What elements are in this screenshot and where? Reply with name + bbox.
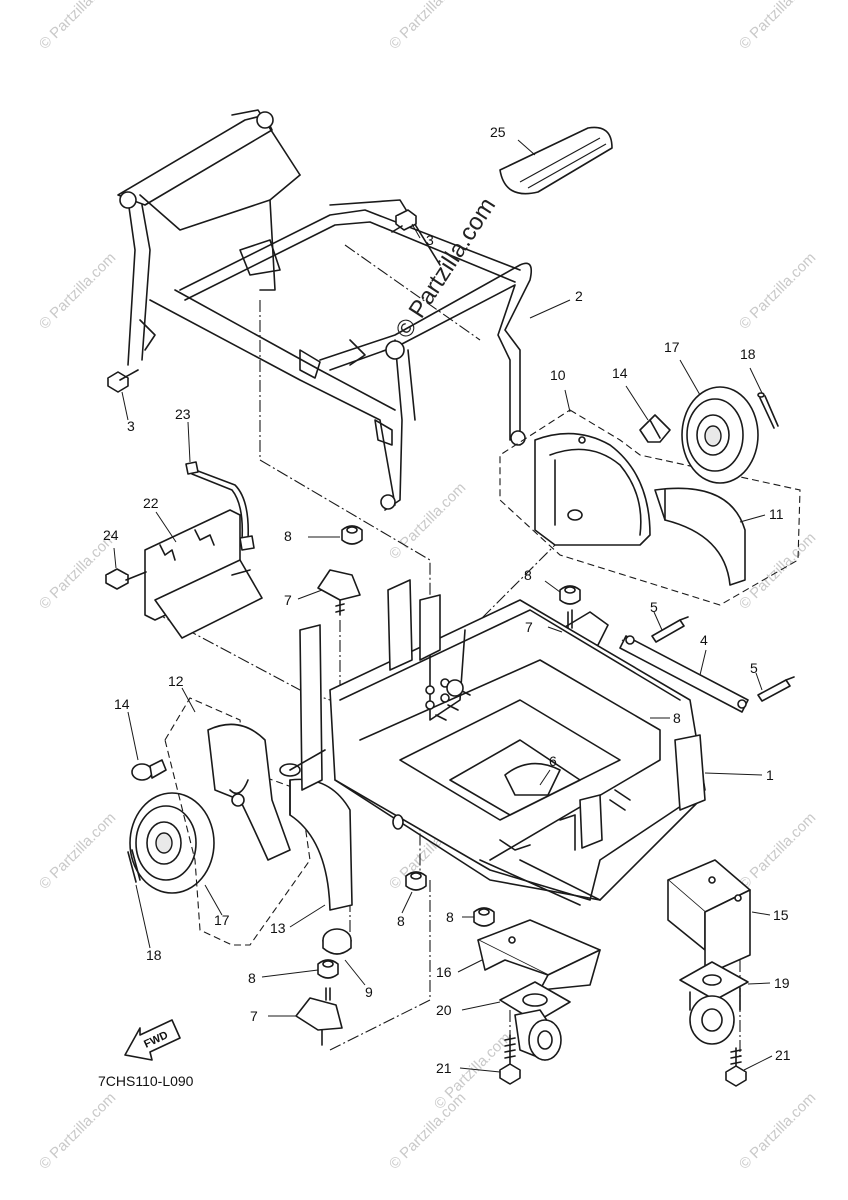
part-21-bolt bbox=[725, 1047, 747, 1087]
callout-23: 23 bbox=[175, 406, 191, 422]
callout-17: 17 bbox=[664, 339, 680, 355]
part-12-fender bbox=[164, 697, 311, 946]
callout-12: 12 bbox=[168, 673, 184, 689]
part-25-cover bbox=[499, 126, 613, 195]
callout-1: 1 bbox=[766, 767, 774, 783]
part-2-frame bbox=[117, 109, 533, 511]
callout-3: 3 bbox=[127, 418, 135, 434]
callout-7: 7 bbox=[525, 619, 533, 635]
part-23-cable bbox=[185, 461, 255, 551]
callout-18: 18 bbox=[146, 947, 162, 963]
callout-18: 18 bbox=[740, 346, 756, 362]
watermark: © Partzilla.com bbox=[736, 809, 819, 892]
callout-20: 20 bbox=[436, 1002, 452, 1018]
part-16-bracket bbox=[477, 919, 601, 991]
part-10-fender bbox=[499, 409, 801, 606]
callout-17: 17 bbox=[214, 912, 230, 928]
part-22-bracket bbox=[144, 509, 263, 639]
callout-8: 8 bbox=[248, 970, 256, 986]
part-14-clip bbox=[639, 414, 671, 443]
part-3-bolt bbox=[107, 369, 139, 393]
watermark: © Partzilla.com bbox=[36, 1089, 119, 1172]
callout-3: 3 bbox=[426, 232, 434, 248]
part-8-nut bbox=[317, 959, 339, 979]
part-17-wheel bbox=[681, 386, 759, 484]
callout-2: 2 bbox=[575, 288, 583, 304]
callout-8: 8 bbox=[673, 710, 681, 726]
part-21-bolt bbox=[499, 1034, 521, 1085]
callout-8: 8 bbox=[397, 913, 405, 929]
callout-21: 21 bbox=[436, 1060, 452, 1076]
part-24-bolt bbox=[105, 568, 147, 590]
assembly-line bbox=[344, 244, 481, 341]
part-8-nut bbox=[405, 871, 427, 891]
watermark: © Partzilla.com bbox=[36, 0, 119, 53]
callout-8: 8 bbox=[446, 909, 454, 925]
part-5-pin bbox=[757, 676, 795, 702]
watermark: © Partzilla.com bbox=[386, 479, 469, 562]
callout-15: 15 bbox=[773, 907, 789, 923]
callout-7: 7 bbox=[250, 1008, 258, 1024]
part-15-bracket bbox=[667, 859, 751, 976]
callout-8: 8 bbox=[284, 528, 292, 544]
part-18-pin bbox=[127, 849, 141, 883]
watermark: © Partzilla.com bbox=[736, 529, 819, 612]
assembly-line bbox=[329, 880, 431, 1051]
part-11-fender-liner bbox=[654, 487, 746, 586]
part-20-caster bbox=[499, 981, 571, 1061]
watermark: © Partzilla.com bbox=[36, 809, 119, 892]
callout-22: 22 bbox=[143, 495, 159, 511]
watermark: © Partzilla.com bbox=[736, 1089, 819, 1172]
watermark: © Partzilla.com bbox=[36, 249, 119, 332]
callout-7: 7 bbox=[284, 592, 292, 608]
part-8-nut bbox=[559, 585, 581, 605]
watermark: © Partzilla.com bbox=[386, 1089, 469, 1172]
callout-13: 13 bbox=[270, 920, 286, 936]
callout-4: 4 bbox=[700, 632, 708, 648]
part-3-bolt bbox=[391, 209, 417, 233]
watermark: © Partzilla.com bbox=[736, 249, 819, 332]
callout-21: 21 bbox=[775, 1047, 791, 1063]
callout-16: 16 bbox=[436, 964, 452, 980]
part-1-chassis bbox=[279, 579, 706, 906]
callout-19: 19 bbox=[774, 975, 790, 991]
part-19-caster bbox=[679, 961, 749, 1045]
callout-24: 24 bbox=[103, 527, 119, 543]
part-7-mount bbox=[317, 569, 361, 616]
callout-14: 14 bbox=[612, 365, 628, 381]
callout-14: 14 bbox=[114, 696, 130, 712]
callouts: 25 3 2 3 10 14 17 18 23 22 24 8 7 11 8 5… bbox=[103, 124, 791, 1076]
callout-9: 9 bbox=[365, 984, 373, 1000]
leader-lines bbox=[113, 139, 773, 1073]
part-8-nut bbox=[473, 907, 495, 927]
callout-10: 10 bbox=[550, 367, 566, 383]
part-9-cap bbox=[322, 928, 352, 955]
watermark: © Partzilla.com bbox=[386, 0, 469, 53]
part-7-mount bbox=[295, 987, 343, 1046]
callout-8: 8 bbox=[524, 567, 532, 583]
watermark: © Partzilla.com bbox=[736, 0, 819, 53]
assembly-line bbox=[259, 300, 431, 600]
callout-25: 25 bbox=[490, 124, 506, 140]
callout-5: 5 bbox=[750, 660, 758, 676]
callout-11: 11 bbox=[769, 506, 784, 522]
part-4-strap bbox=[619, 635, 749, 713]
diagram-reference-code: 7CHS110-L090 bbox=[98, 1073, 194, 1089]
part-13-fender-liner bbox=[289, 778, 353, 911]
part-8-nut bbox=[341, 525, 363, 545]
fwd-arrow-icon: FWD bbox=[124, 1019, 181, 1061]
part-17-wheel bbox=[129, 792, 215, 894]
part-14-clip bbox=[131, 759, 167, 781]
part-18-pin bbox=[757, 392, 779, 429]
part-5-pin bbox=[651, 616, 689, 643]
callout-6: 6 bbox=[549, 753, 557, 769]
callout-5: 5 bbox=[650, 599, 658, 615]
